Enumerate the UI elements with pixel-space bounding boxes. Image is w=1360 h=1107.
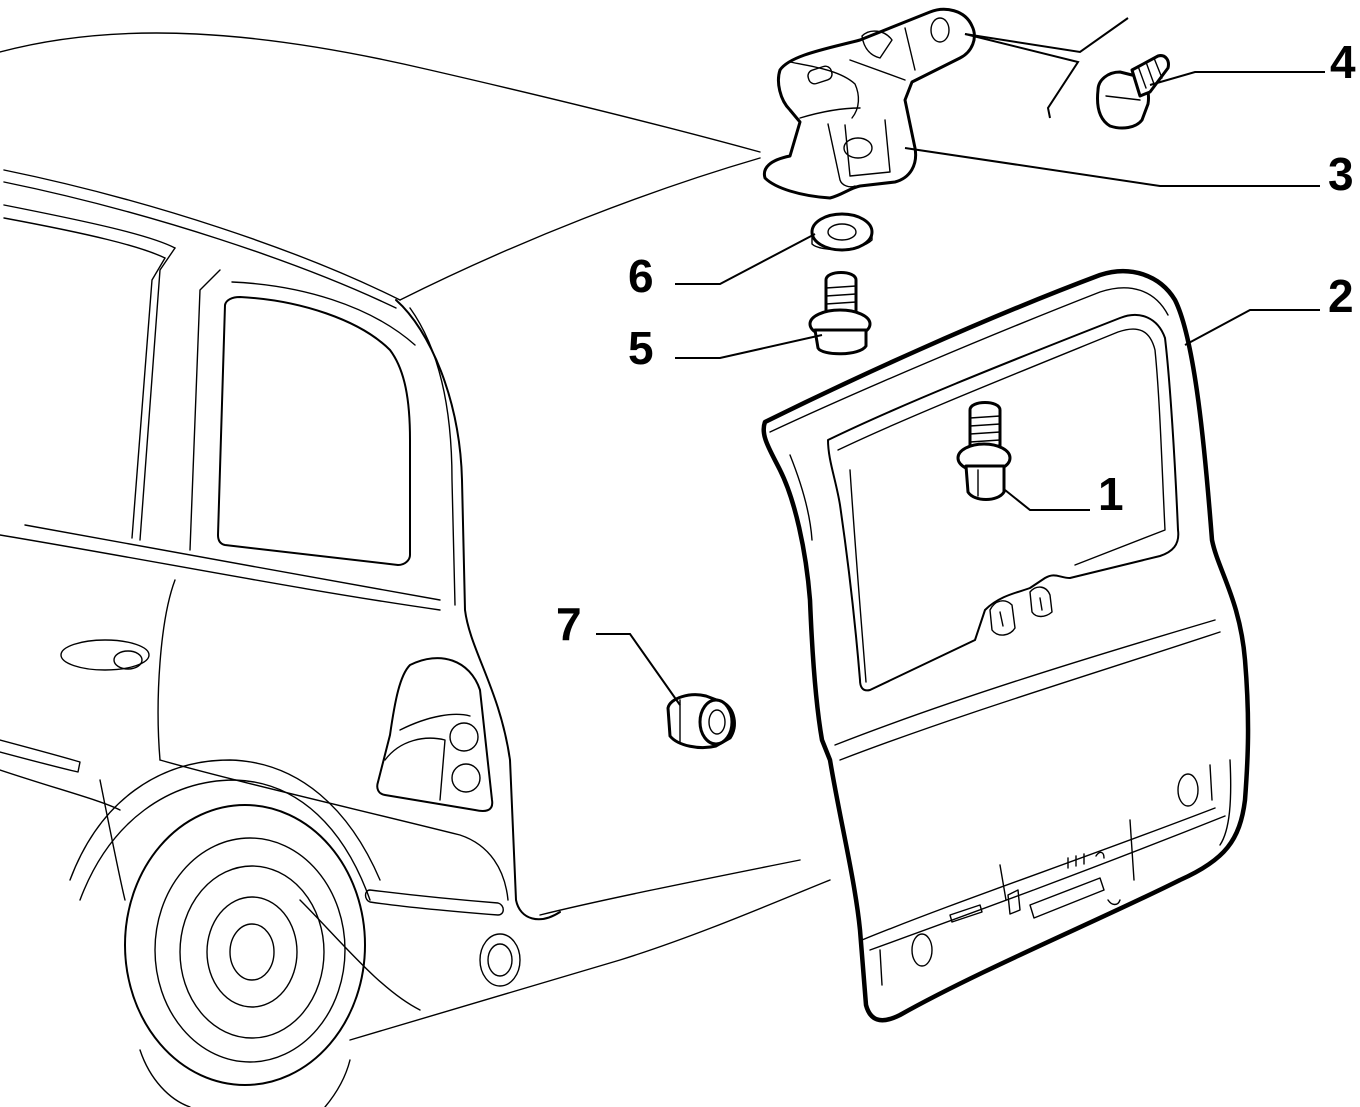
bolt-part-5 bbox=[808, 271, 872, 356]
leader-line-4-bracket bbox=[964, 17, 1129, 54]
leader-line-5 bbox=[675, 334, 823, 359]
callout-5: 5 bbox=[628, 322, 654, 374]
leader-lines bbox=[596, 17, 1325, 706]
leader-line-7 bbox=[596, 633, 681, 706]
vehicle-body-illustration bbox=[0, 32, 831, 1107]
leader-line-6 bbox=[675, 233, 816, 285]
callout-labels: 1 2 3 4 5 6 7 bbox=[556, 36, 1356, 650]
washer-part-6 bbox=[810, 212, 874, 252]
bolt-part-4 bbox=[1096, 54, 1170, 130]
callout-3: 3 bbox=[1328, 148, 1354, 200]
callout-7: 7 bbox=[556, 598, 582, 650]
leader-line-2 bbox=[1184, 309, 1320, 346]
callout-6: 6 bbox=[628, 250, 654, 302]
nut-part-7 bbox=[666, 693, 736, 750]
stud-bolt-part-1 bbox=[956, 401, 1012, 501]
callout-2: 2 bbox=[1328, 270, 1354, 322]
leader-line-3 bbox=[904, 147, 1320, 187]
tailgate-part-2 bbox=[761, 269, 1251, 1023]
hinge-part-3 bbox=[762, 7, 976, 200]
callout-4: 4 bbox=[1330, 36, 1356, 88]
leader-line-1 bbox=[1004, 489, 1090, 511]
callout-1: 1 bbox=[1098, 468, 1124, 520]
leader-line-4 bbox=[1149, 71, 1325, 86]
